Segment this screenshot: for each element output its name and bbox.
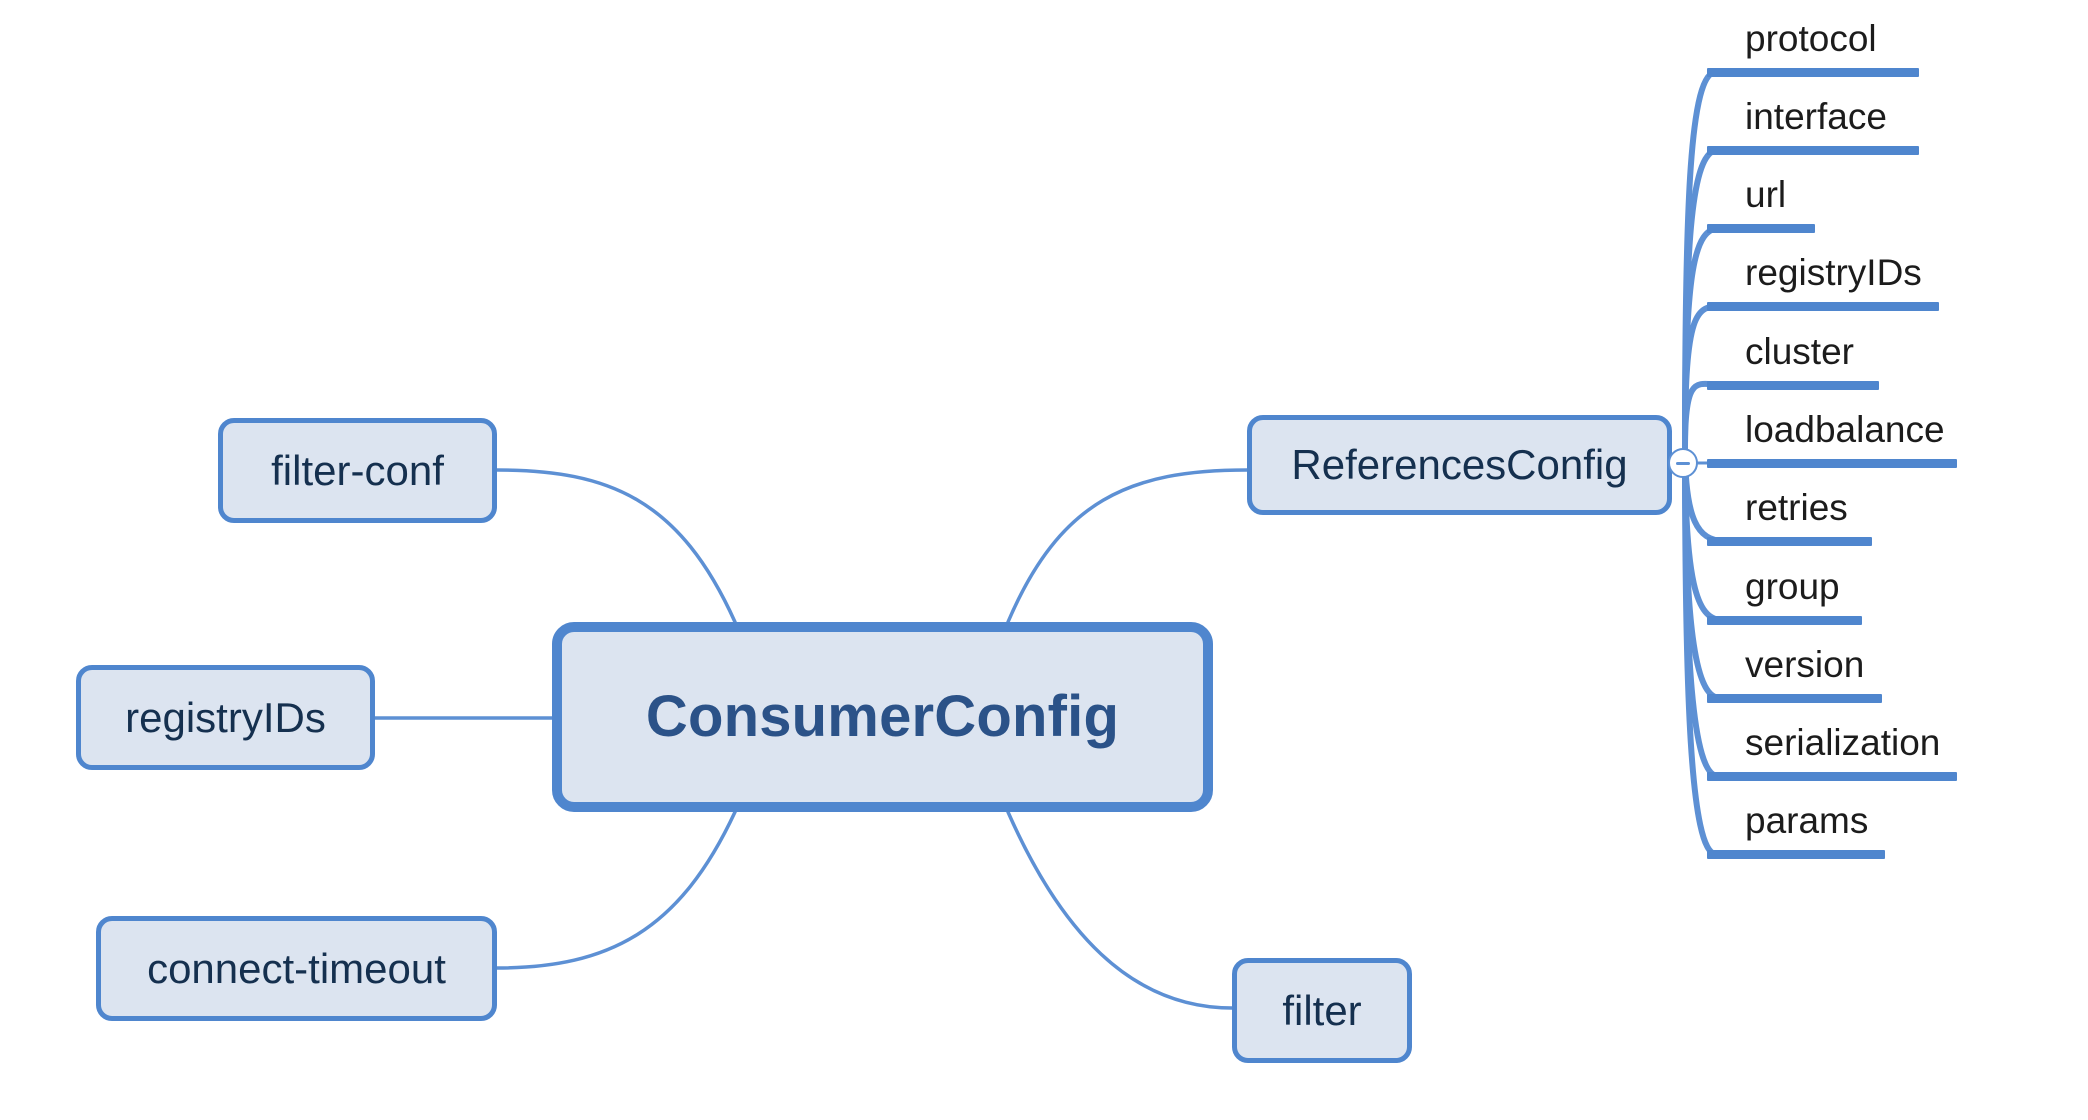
leaf-item-version[interactable]: version — [1707, 646, 1882, 703]
branch-node-label: registryIDs — [125, 693, 326, 741]
leaf-underline-bar — [1707, 68, 1919, 77]
leaf-item-label: registryIDs — [1745, 252, 1922, 293]
leaf-underline-bar — [1707, 616, 1862, 625]
branch-node-connect-timeout[interactable]: connect-timeout — [96, 916, 497, 1021]
leaf-item-loadbalance[interactable]: loadbalance — [1707, 411, 1957, 468]
branch-node-label: filter-conf — [271, 446, 444, 494]
leaf-item-label: group — [1745, 566, 1840, 607]
edge-root-filter-conf — [495, 468, 737, 624]
leaf-underline-bar — [1707, 224, 1815, 233]
branch-node-label: connect-timeout — [147, 944, 446, 992]
leaf-underline-bar — [1707, 302, 1939, 311]
leaf-underline-bar — [1707, 772, 1957, 781]
leaf-underline-bar — [1707, 146, 1919, 155]
edge-root-connect-timeout — [495, 810, 737, 970]
leaf-item-label: url — [1745, 174, 1787, 215]
leaf-item-label: loadbalance — [1745, 409, 1945, 450]
leaf-item-serialization[interactable]: serialization — [1707, 724, 1957, 781]
leaf-item-cluster[interactable]: cluster — [1707, 333, 1879, 390]
leaf-item-label: version — [1745, 644, 1865, 685]
branch-node-references-config[interactable]: ReferencesConfig — [1247, 415, 1672, 515]
leaf-item-url[interactable]: url — [1707, 176, 1815, 233]
leaf-item-params[interactable]: params — [1707, 802, 1885, 859]
leaf-item-label: protocol — [1745, 18, 1877, 59]
leaf-item-label: interface — [1745, 96, 1887, 137]
branch-node-filter[interactable]: filter — [1232, 958, 1412, 1063]
leaf-item-registryids[interactable]: registryIDs — [1707, 254, 1939, 311]
leaf-underline-bar — [1707, 381, 1879, 390]
leaf-underline-bar — [1707, 459, 1957, 468]
edge-root-references-config — [1006, 468, 1249, 624]
root-node-label: ConsumerConfig — [645, 684, 1120, 749]
root-node-consumerconfig[interactable]: ConsumerConfig — [552, 622, 1213, 812]
branch-node-label: ReferencesConfig — [1291, 441, 1628, 488]
leaf-item-interface[interactable]: interface — [1707, 98, 1919, 155]
minus-icon — [1676, 461, 1690, 465]
leaf-item-label: cluster — [1745, 331, 1854, 372]
leaf-item-label: serialization — [1745, 722, 1941, 763]
leaf-item-retries[interactable]: retries — [1707, 489, 1872, 546]
collapse-toggle-references-config[interactable] — [1668, 448, 1698, 478]
branch-node-filter-conf[interactable]: filter-conf — [218, 418, 497, 523]
leaf-item-label: params — [1745, 800, 1869, 841]
branch-node-registryids[interactable]: registryIDs — [76, 665, 375, 770]
branch-node-label: filter — [1282, 986, 1362, 1034]
edge-root-filter — [1006, 810, 1234, 1010]
leaf-underline-bar — [1707, 537, 1872, 546]
leaf-underline-bar — [1707, 694, 1882, 703]
leaf-item-label: retries — [1745, 487, 1848, 528]
leaf-item-group[interactable]: group — [1707, 568, 1862, 625]
leaf-underline-bar — [1707, 850, 1885, 859]
leaf-item-protocol[interactable]: protocol — [1707, 20, 1919, 77]
